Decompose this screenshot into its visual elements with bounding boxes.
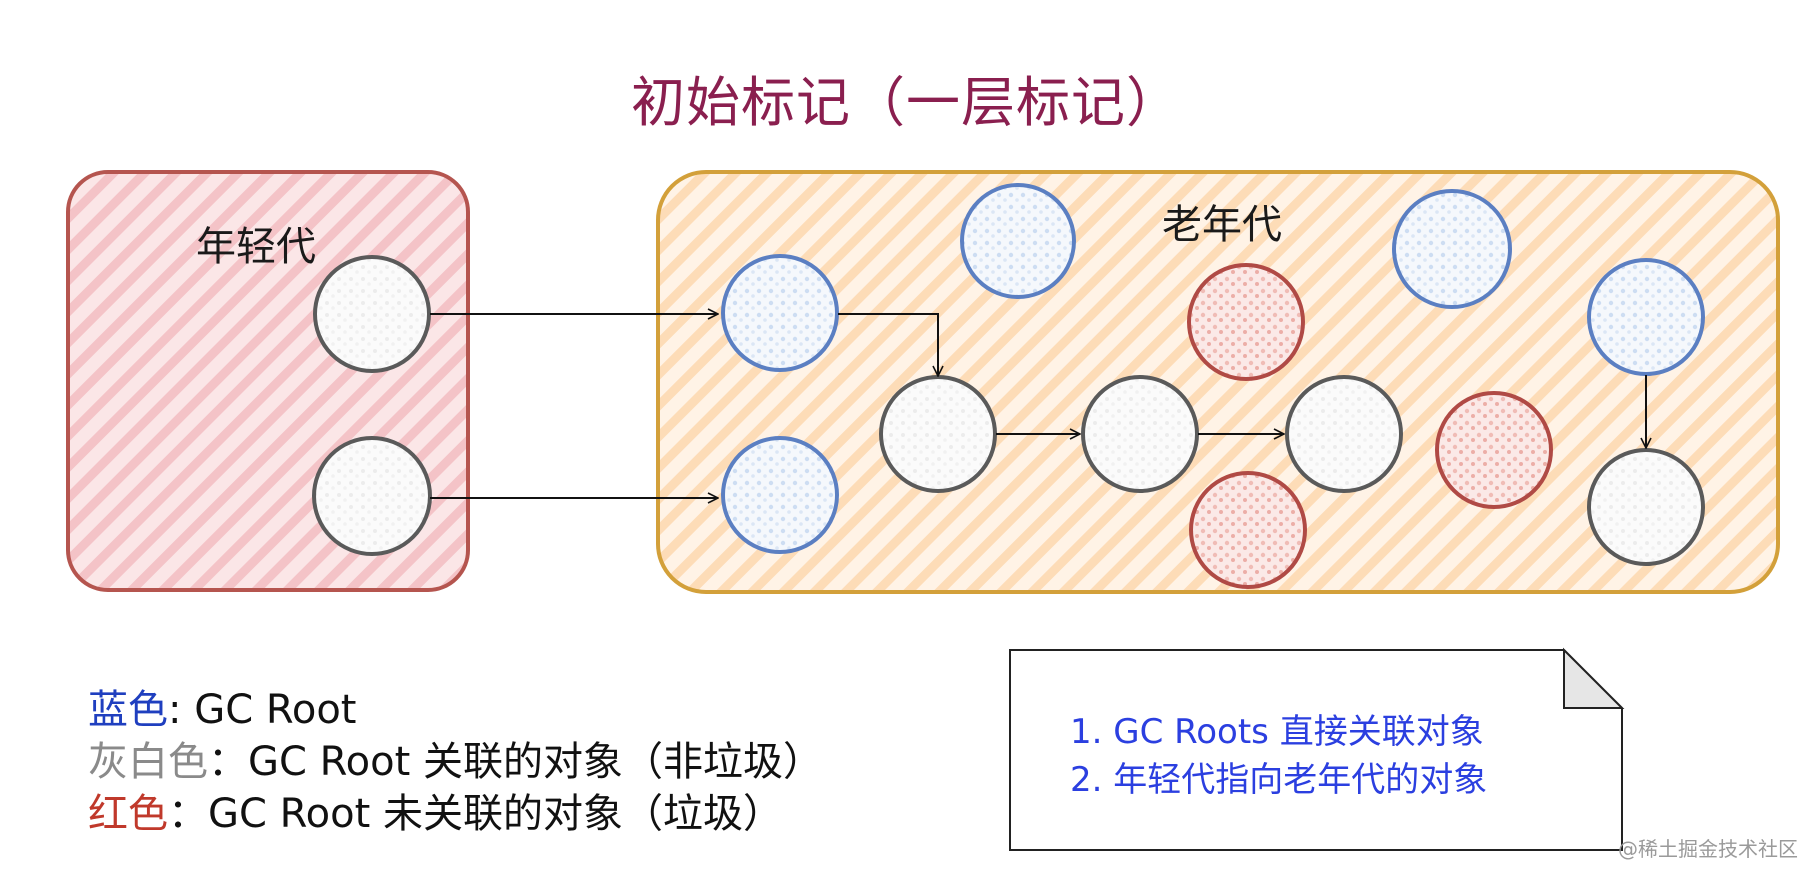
red-garbage-object-1	[1187, 263, 1305, 381]
watermark: @稀土掘金技术社区	[1618, 837, 1798, 861]
legend-text-gray: GC Root 关联的对象（非垃圾）	[248, 739, 823, 785]
legend-separator: :	[168, 687, 195, 733]
gray-object-3	[1285, 375, 1403, 493]
legend-key-blue: 蓝色	[88, 687, 168, 733]
gray-object-4	[1587, 448, 1705, 566]
legend-text-blue: GC Root	[194, 687, 357, 733]
red-garbage-object-3	[1435, 391, 1553, 509]
gray-object-1	[879, 375, 997, 493]
blue-object-3	[960, 183, 1076, 299]
blue-root-object-2	[721, 436, 839, 554]
red-garbage-object-2	[1189, 471, 1307, 589]
young-object-1	[313, 255, 431, 373]
legend-separator: ：	[208, 739, 248, 785]
legend-text-red: GC Root 未关联的对象（垃圾）	[208, 791, 783, 837]
reference-arrow-blue1-to-gray1	[838, 313, 938, 376]
note-fold-corner	[1563, 647, 1625, 709]
young-object-2	[312, 436, 432, 556]
old-generation-label: 老年代	[1162, 202, 1282, 248]
blue-object-4	[1392, 189, 1512, 309]
legend-row-red: 红色：GC Root 未关联的对象（垃圾）	[88, 788, 823, 840]
legend-row-blue: 蓝色: GC Root	[88, 684, 823, 736]
young-generation-label: 年轻代	[196, 224, 316, 270]
blue-object-5	[1587, 258, 1705, 376]
note-line-2: 2. 年轻代指向老年代的对象	[1070, 760, 1488, 800]
diagram-title: 初始标记（一层标记）	[631, 71, 1181, 134]
legend-row-gray: 灰白色：GC Root 关联的对象（非垃圾）	[88, 736, 823, 788]
note-text: 1. GC Roots 直接关联对象 2. 年轻代指向老年代的对象	[1070, 708, 1487, 804]
legend-key-gray: 灰白色	[88, 739, 208, 785]
note-line-1: 1. GC Roots 直接关联对象	[1070, 712, 1484, 752]
gray-object-2	[1081, 375, 1199, 493]
note-box	[1009, 649, 1623, 851]
legend-separator: ：	[168, 791, 208, 837]
blue-root-object-1	[721, 254, 839, 372]
legend-key-red: 红色	[88, 791, 168, 837]
legend: 蓝色: GC Root 灰白色：GC Root 关联的对象（非垃圾） 红色：GC…	[88, 684, 823, 840]
